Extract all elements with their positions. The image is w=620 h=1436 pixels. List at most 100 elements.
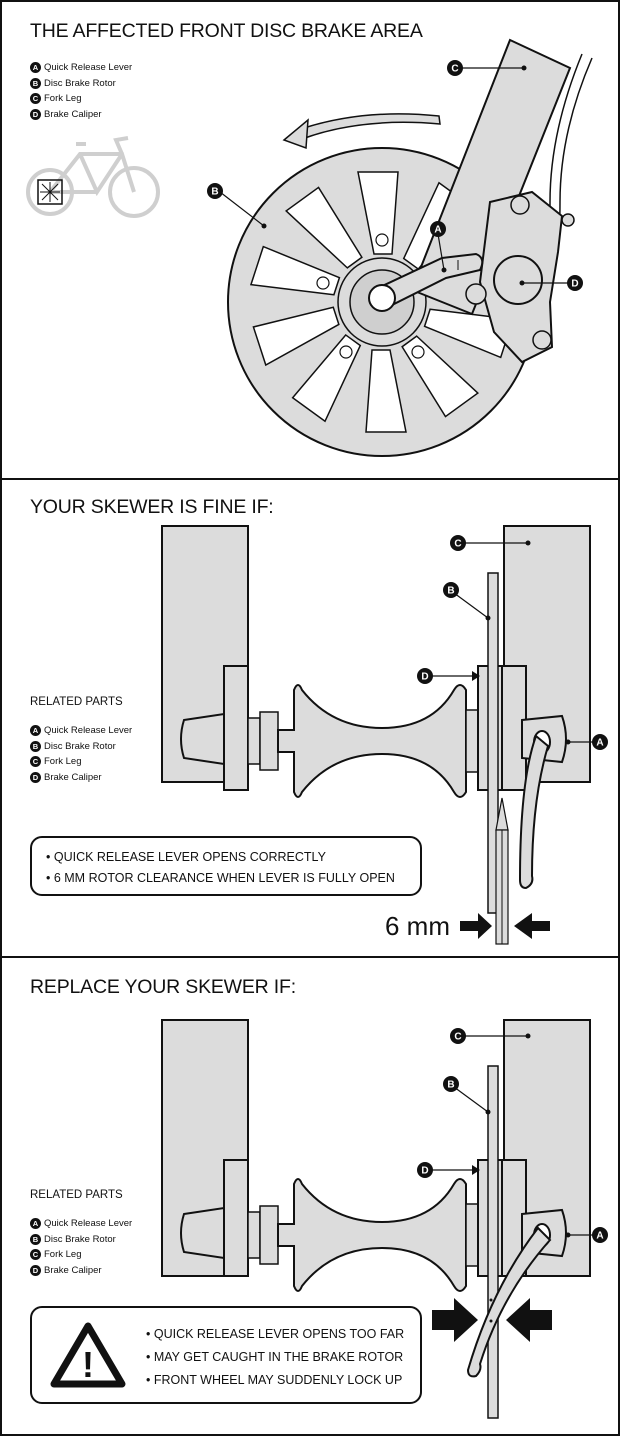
svg-text:A: A — [596, 738, 603, 749]
contact-point — [489, 1319, 493, 1323]
legend-label: Fork Leg — [44, 756, 82, 767]
letter-badge: C — [30, 93, 41, 105]
replace-conditions-box: ! • QUICK RELEASE LEVER OPENS TOO FAR • … — [30, 1306, 422, 1404]
svg-text:B: B — [447, 586, 454, 597]
callout-badge-b: B — [443, 582, 459, 598]
hub-spacer — [465, 709, 479, 773]
dropout-nut — [223, 665, 249, 791]
legend-label: Quick Release Lever — [44, 1218, 133, 1229]
condition-list: • QUICK RELEASE LEVER OPENS TOO FAR • MA… — [146, 1323, 404, 1392]
legend-label: Brake Caliper — [44, 1264, 102, 1276]
legend-label: Fork Leg — [44, 1249, 82, 1260]
gap-arrow-left — [460, 913, 492, 939]
caliper-piston — [493, 255, 543, 305]
pinch-arrow-left — [432, 1298, 478, 1342]
caliper-bolts — [465, 195, 575, 350]
hub-body — [277, 684, 467, 798]
panel-skewer-fine: 6 mm C B D A YOUR SKEWER IS FINE IF: REL… — [0, 478, 620, 958]
svg-text:D: D — [571, 279, 578, 290]
fine-conditions-box: • QUICK RELEASE LEVER OPENS CORRECTLY • … — [30, 836, 422, 896]
rotor-edge — [487, 572, 499, 914]
panel-title: THE AFFECTED FRONT DISC BRAKE AREA — [30, 20, 423, 42]
callout-arrowhead — [472, 1165, 480, 1175]
letter-badge: D — [30, 1264, 41, 1276]
letter-badge: B — [30, 1233, 41, 1245]
skewer-nut — [368, 284, 396, 312]
callout-arrowhead — [472, 671, 480, 681]
svg-text:C: C — [451, 64, 458, 75]
svg-text:A: A — [596, 1231, 603, 1242]
letter-badge: A — [30, 725, 41, 737]
washer — [247, 1211, 261, 1259]
svg-text:B: B — [447, 1080, 454, 1091]
rotor-edge — [487, 1065, 499, 1419]
measurement-label: 6 mm — [385, 911, 450, 941]
dropout-nut — [223, 1159, 249, 1277]
callout-badge-a: A — [592, 1227, 608, 1243]
callout-badge-c: C — [450, 1028, 466, 1044]
letter-badge: C — [30, 756, 41, 768]
panel-title: YOUR SKEWER IS FINE IF: — [30, 496, 274, 518]
letter-badge: A — [30, 62, 41, 74]
callout-badge-c: C — [450, 535, 466, 551]
contact-point — [489, 1298, 493, 1302]
svg-text:A: A — [434, 225, 441, 236]
callout-dots — [485, 540, 571, 745]
letter-badge: B — [30, 77, 41, 89]
condition-line: • QUICK RELEASE LEVER OPENS TOO FAR — [146, 1327, 405, 1341]
skewer-end-cap — [180, 712, 225, 766]
panel-title: REPLACE YOUR SKEWER IF: — [30, 976, 296, 998]
letter-badge: B — [30, 740, 41, 752]
callout-lines — [432, 1035, 594, 1236]
fork-leg — [410, 38, 572, 316]
hub-replace-illustration: C B D A — [161, 1019, 608, 1419]
related-parts-title: RELATED PARTS — [30, 1189, 123, 1201]
svg-text:D: D — [421, 1166, 428, 1177]
rotation-arrow — [296, 113, 441, 140]
disc-brake-illustration: C B A D — [26, 38, 593, 457]
callout-badge-a: A — [430, 221, 446, 237]
condition-line: • MAY GET CAUGHT IN THE BRAKE ROTOR — [146, 1350, 404, 1364]
hub-body — [277, 1178, 467, 1292]
quick-release-lever — [518, 734, 550, 890]
quick-release-lever — [376, 252, 484, 306]
hub-fine-illustration: 6 mm C B D A — [161, 525, 608, 945]
letter-badge: C — [30, 1249, 41, 1261]
washer — [247, 717, 261, 765]
legend-label: Fork Leg — [44, 93, 82, 104]
condition-line: • FRONT WHEEL MAY SUDDENLY LOCK UP — [146, 1373, 403, 1387]
cone-nut — [259, 711, 279, 771]
svg-text:C: C — [454, 1032, 461, 1043]
condition-line: • 6 MM ROTOR CLEARANCE WHEN LEVER IS FUL… — [46, 871, 395, 885]
related-parts-title: RELATED PARTS — [30, 696, 123, 708]
hub-spacer — [465, 1203, 479, 1267]
legend-label: Quick Release Lever — [44, 725, 133, 736]
callout-dots — [261, 65, 527, 286]
callout-badge-d: D — [567, 275, 583, 291]
legend-label: Disc Brake Rotor — [44, 740, 116, 752]
legend-label: Quick Release Lever — [44, 62, 133, 73]
legend-label: Disc Brake Rotor — [44, 1233, 116, 1245]
letter-badge: D — [30, 108, 41, 120]
svg-text:C: C — [454, 539, 461, 550]
gap-arrow-right — [514, 913, 550, 939]
panel-skewer-replace: C B D A REPLACE YOUR SKEWER IF: RELATED … — [0, 956, 620, 1436]
svg-text:D: D — [421, 672, 428, 683]
callout-badge-b: B — [443, 1076, 459, 1092]
skewer-end-cap — [180, 1206, 225, 1260]
